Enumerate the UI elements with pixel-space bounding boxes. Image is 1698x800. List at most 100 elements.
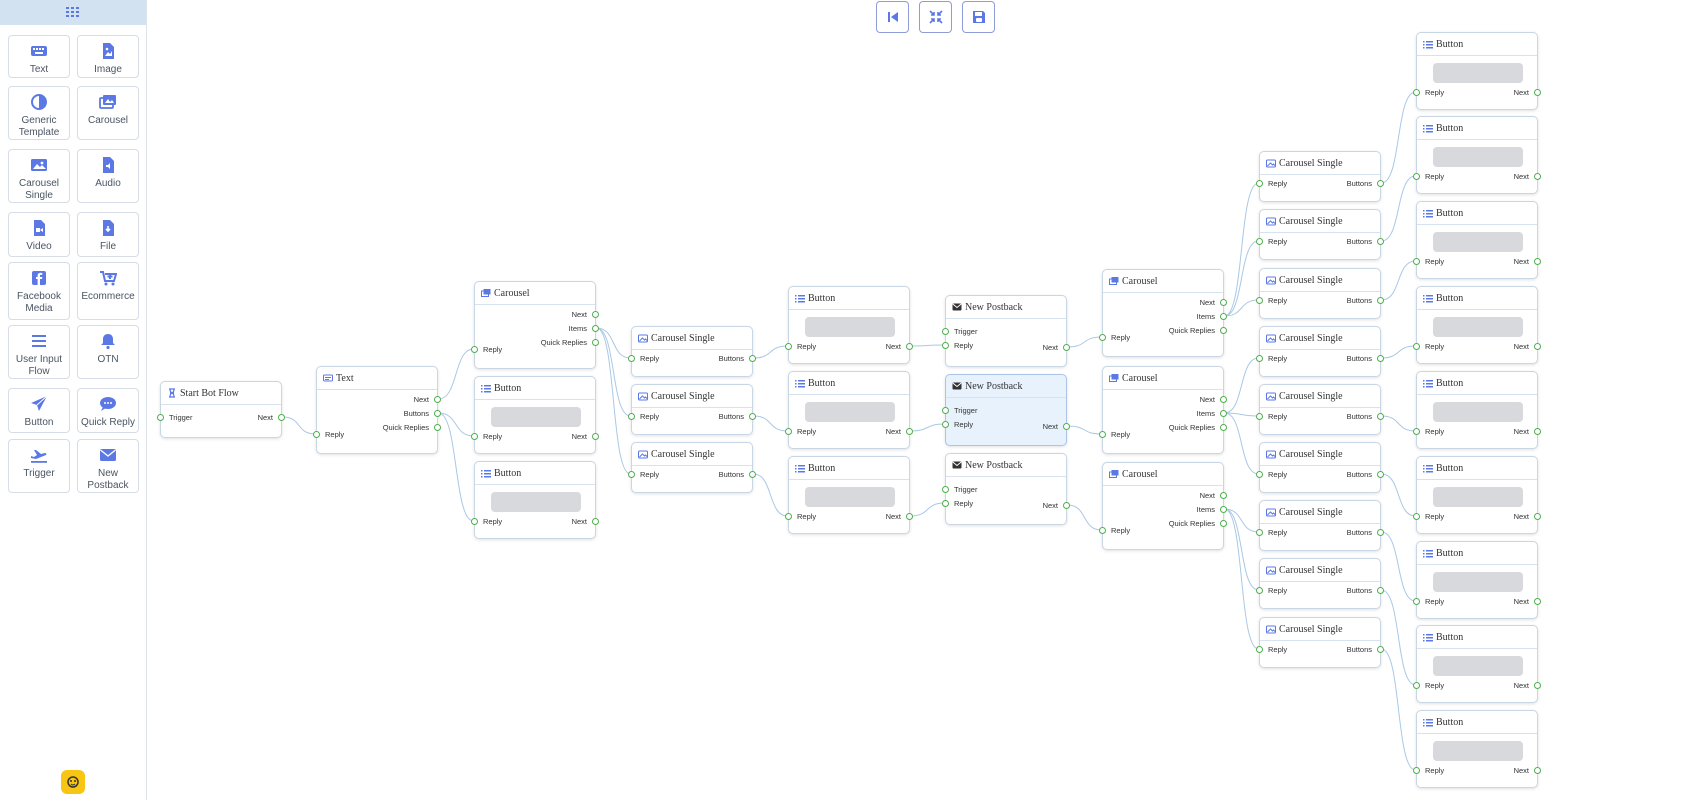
sidebar-header[interactable]: [0, 0, 146, 25]
output-port-next[interactable]: [906, 513, 913, 520]
node-header[interactable]: Button: [1417, 457, 1537, 480]
tile-otn[interactable]: OTN: [77, 325, 139, 379]
skip-back-button[interactable]: [876, 1, 909, 33]
output-port-next[interactable]: [434, 396, 441, 403]
input-port-reply[interactable]: [628, 413, 635, 420]
output-port-buttons[interactable]: [1377, 180, 1384, 187]
node-header[interactable]: Start Bot Flow: [161, 382, 281, 405]
input-port-reply[interactable]: [1413, 258, 1420, 265]
input-port-reply[interactable]: [1413, 767, 1420, 774]
tile-quick-reply[interactable]: Quick Reply: [77, 388, 139, 433]
connection-line[interactable]: [438, 348, 474, 400]
node-header[interactable]: Carousel Single: [1260, 501, 1380, 524]
input-port-reply[interactable]: [785, 513, 792, 520]
output-port-next[interactable]: [278, 414, 285, 421]
connection-line[interactable]: [1381, 415, 1416, 432]
output-port-buttons[interactable]: [1377, 529, 1384, 536]
input-port-reply[interactable]: [1256, 646, 1263, 653]
node-header[interactable]: Button: [1417, 202, 1537, 225]
connection-line[interactable]: [1381, 260, 1416, 301]
connection-line[interactable]: [753, 415, 788, 432]
node-header[interactable]: New Postback: [946, 454, 1066, 477]
node-header[interactable]: Button: [1417, 626, 1537, 649]
node-header[interactable]: Button: [789, 457, 909, 480]
node-header[interactable]: Carousel Single: [632, 443, 752, 466]
node-header[interactable]: Carousel Single: [1260, 327, 1380, 350]
node-header[interactable]: Carousel Single: [1260, 559, 1380, 582]
connection-line[interactable]: [1224, 508, 1259, 650]
output-port-buttons[interactable]: [1377, 238, 1384, 245]
node-header[interactable]: Button: [789, 287, 909, 310]
output-port-buttons[interactable]: [1377, 297, 1384, 304]
connection-line[interactable]: [438, 412, 474, 522]
input-port-reply[interactable]: [471, 433, 478, 440]
connection-line[interactable]: [910, 344, 945, 347]
connection-line[interactable]: [1224, 182, 1259, 317]
grid-icon[interactable]: [66, 4, 80, 22]
node-header[interactable]: Carousel Single: [1260, 618, 1380, 641]
connection-line[interactable]: [282, 416, 316, 435]
output-port-next[interactable]: [1063, 423, 1070, 430]
connection-line[interactable]: [1381, 473, 1416, 517]
connection-line[interactable]: [438, 412, 474, 437]
tile-new-postback[interactable]: New Postback: [77, 439, 139, 493]
connection-line[interactable]: [1224, 357, 1259, 414]
output-port-next[interactable]: [1220, 492, 1227, 499]
connection-line[interactable]: [1067, 504, 1102, 531]
output-port-next[interactable]: [1063, 502, 1070, 509]
connection-line[interactable]: [1381, 91, 1416, 184]
input-port-trigger[interactable]: [942, 328, 949, 335]
tile-carousel[interactable]: Carousel: [77, 86, 139, 140]
node-header[interactable]: Carousel Single: [632, 327, 752, 350]
output-port-next[interactable]: [906, 343, 913, 350]
input-port-reply[interactable]: [1256, 413, 1263, 420]
connection-line[interactable]: [1224, 412, 1259, 417]
connection-line[interactable]: [1067, 425, 1102, 435]
input-port-reply[interactable]: [628, 355, 635, 362]
input-port-trigger[interactable]: [942, 486, 949, 493]
connection-line[interactable]: [910, 502, 945, 517]
save-button[interactable]: [962, 1, 995, 33]
output-port-next[interactable]: [1534, 89, 1541, 96]
input-port-reply[interactable]: [313, 431, 320, 438]
output-port-next[interactable]: [1220, 299, 1227, 306]
connection-line[interactable]: [1381, 531, 1416, 602]
output-port-next[interactable]: [1534, 767, 1541, 774]
tile-button[interactable]: Button: [8, 388, 70, 433]
connection-line[interactable]: [596, 327, 631, 417]
input-port-trigger[interactable]: [942, 407, 949, 414]
input-port-reply[interactable]: [1413, 173, 1420, 180]
node-header[interactable]: Carousel: [475, 282, 595, 305]
input-port-reply[interactable]: [942, 342, 949, 349]
connection-line[interactable]: [1381, 345, 1416, 359]
connection-line[interactable]: [1224, 299, 1259, 317]
output-port-buttons[interactable]: [1377, 413, 1384, 420]
output-port-next[interactable]: [592, 433, 599, 440]
output-port-next[interactable]: [1220, 396, 1227, 403]
output-port-buttons[interactable]: [749, 471, 756, 478]
tile-user-input-flow[interactable]: User Input Flow: [8, 325, 70, 379]
input-port-reply[interactable]: [1256, 297, 1263, 304]
connection-line[interactable]: [753, 345, 788, 359]
node-header[interactable]: Carousel: [1103, 270, 1223, 293]
output-port-next[interactable]: [1534, 258, 1541, 265]
node-header[interactable]: Carousel: [1103, 367, 1223, 390]
output-port-next[interactable]: [1534, 513, 1541, 520]
input-port-reply[interactable]: [785, 343, 792, 350]
